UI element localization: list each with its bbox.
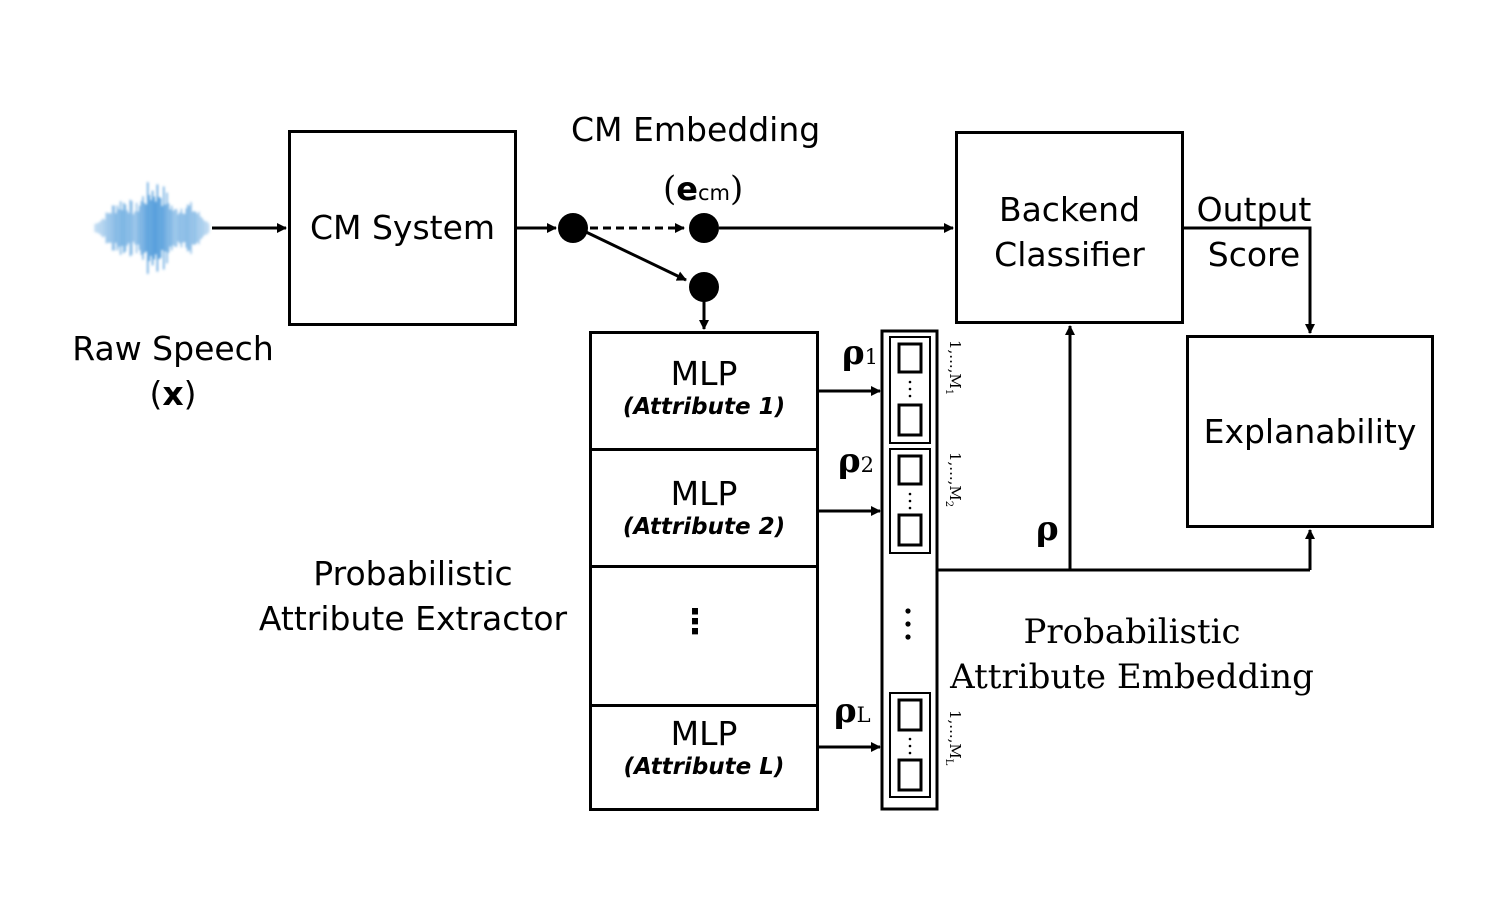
rho-label: ρ bbox=[1036, 509, 1059, 549]
rho-1-label: ρ1 bbox=[842, 333, 878, 373]
backend-classifier-label: Backend Classifier bbox=[994, 190, 1145, 274]
cm-system-box bbox=[288, 130, 517, 326]
waveform-icon bbox=[94, 182, 210, 274]
cm-system-label: CM System bbox=[309, 208, 496, 247]
node-lower bbox=[689, 272, 719, 302]
mlp-label-L: MLP (Attribute L) bbox=[623, 714, 785, 780]
range-label-2: 1,...,M2 bbox=[943, 452, 964, 508]
explainability-box bbox=[1186, 335, 1434, 528]
mlp-box-L bbox=[589, 704, 819, 811]
cm-embedding-title: CM Embedding bbox=[571, 110, 821, 149]
mlp-box-2 bbox=[589, 448, 819, 568]
mlp-box-ellipsis bbox=[589, 565, 819, 707]
arrow-output-score bbox=[1183, 226, 1315, 334]
cm-embedding-symbol: (ecm) bbox=[663, 169, 744, 209]
range-label-L: 1,...,ML bbox=[943, 710, 964, 766]
mlp-ellipsis: ⋮ bbox=[678, 602, 712, 642]
diagonal-arrow bbox=[585, 230, 687, 282]
rho-2-label: ρ2 bbox=[838, 441, 874, 481]
range-label-1: 1,...,M1 bbox=[943, 340, 964, 396]
node-right bbox=[689, 213, 719, 243]
output-score-label: Output Score bbox=[1196, 190, 1312, 274]
embedding-label: Probabilistic Attribute Embedding bbox=[950, 612, 1314, 697]
rho-L-label: ρL bbox=[834, 691, 871, 731]
mlp-label-1: MLP (Attribute 1) bbox=[622, 354, 786, 420]
backend-classifier-box bbox=[955, 131, 1184, 324]
node-left bbox=[558, 213, 588, 243]
extractor-label: Probabilistic Attribute Extractor bbox=[258, 554, 568, 638]
mlp-label-2: MLP (Attribute 2) bbox=[622, 474, 786, 540]
explainability-label: Explanability bbox=[1203, 412, 1417, 451]
raw-speech-label: Raw Speech (x) bbox=[72, 329, 274, 413]
